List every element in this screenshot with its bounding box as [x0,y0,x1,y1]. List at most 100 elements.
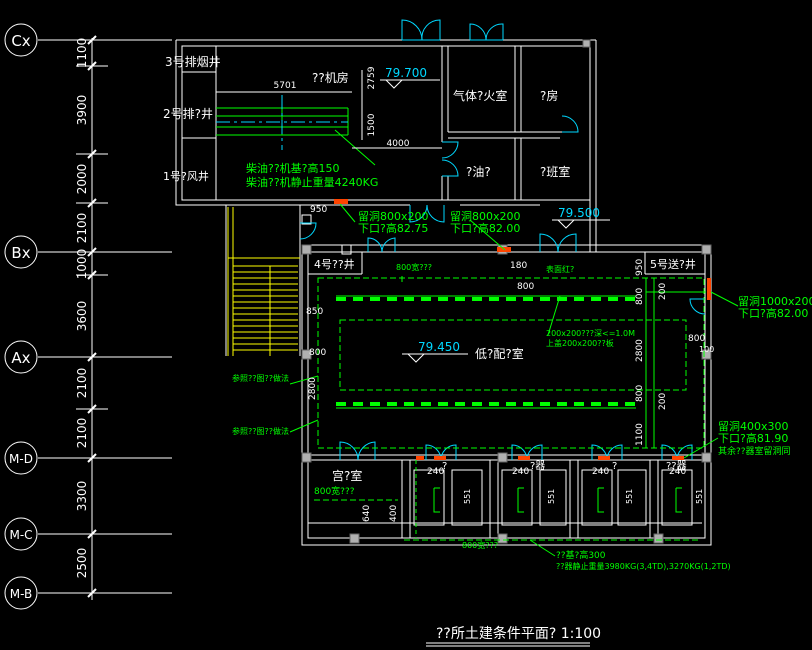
axis-grid [4,23,172,610]
sd-200a: 200 [658,283,668,300]
sd-2800b: 2800 [308,377,318,400]
note-ref-1: 参照??图??做法 [232,373,289,383]
axis-label-cx: Cx [11,32,30,50]
sd-950b: 950 [635,259,645,276]
sd-240-4: 240 [669,467,686,477]
room-duty: ?班室 [540,164,570,179]
room-oil: ?油? [466,165,491,179]
sd-2800: 2800 [635,339,645,362]
sd-551-4: 551 [695,489,704,504]
dim-3300: 3300 [75,481,89,512]
elev-gen: 79.700 [385,66,427,80]
sd-800c: 800 [635,288,645,305]
room-store: 宫?室 [332,468,362,483]
note-trench-bottom: 800宽??? [462,540,498,550]
sd-551-2: 551 [547,489,556,504]
shaft-3-label: 3号排烟井 [165,55,221,69]
note-transformer-base: ??基?高300 [556,549,606,561]
stair [227,207,300,356]
note-trench-store: 800宽??? [314,485,355,497]
dim-3600: 3600 [75,301,89,332]
sd-180: 180 [510,261,527,271]
note-opening-3b: 下口?高82.00 [738,306,808,320]
transformer-bays [308,469,702,526]
room-trans-b: ?器 [530,460,545,472]
sd-400: 400 [389,505,399,522]
gen-dim-5701: 5701 [274,81,297,91]
sd-800e: 800 [635,385,645,402]
gen-dim-1500: 1500 [367,113,377,136]
dim-2000: 2000 [75,164,89,195]
dim-1100: 1100 [75,38,89,69]
sd-200c: 200 [658,393,668,410]
dim-2100b: 2100 [75,368,89,399]
sd-800b: 800 [688,334,705,344]
axis-label-ax: Ax [11,349,30,367]
room-small: ?房 [540,88,558,103]
note-pit-b: 上盖200x200??板 [546,338,614,348]
sd-551-1: 551 [463,489,472,504]
note-trench-top: 800宽??? [396,262,432,272]
sd-800a: 800 [517,282,534,292]
room-trans-d: ??器 [666,460,687,472]
dim-3900: 3900 [75,95,89,126]
sd-640: 640 [362,505,372,522]
transformer-details [314,460,700,541]
sd-240-1: 240 [427,467,444,477]
axis-label-mb: M-B [10,587,33,601]
axis-label-mc: M-C [9,528,32,542]
gen-dim-2759: 2759 [367,66,377,89]
cable-trench-layout [317,276,705,449]
dim-2100a: 2100 [75,213,89,244]
elev-lv: 79.450 [418,340,460,354]
note-opening-4c: 其余??器室留洞同 [718,445,791,457]
note-diesel-weight: 柴油??机静止重量4240KG [246,175,378,189]
sd-800d: 800 [309,348,326,358]
dim-2100c: 2100 [75,418,89,449]
dim-1000: 1000 [75,249,89,280]
axis-ticks [87,35,97,598]
room-gas-fire: 气体?火室 [453,88,507,103]
elevation-markers [380,79,610,363]
note-red: 表面红? [546,264,574,274]
dim-2500: 2500 [75,548,89,579]
note-diesel-base: 柴油??机基?高150 [246,161,340,175]
title-underline [426,642,590,647]
elev-corridor: 79.500 [558,206,600,220]
sd-850: 850 [306,307,323,317]
note-pit-a: 200x200???深<=1.0M [546,329,635,338]
sd-950: 950 [310,205,327,215]
note-opening-4a: 留洞400x300 [718,420,789,433]
axis-label-md: M-D [9,452,33,466]
note-opening-4b: 下口?高81.90 [718,431,788,445]
note-opening-3a: 留洞1000x200 [738,295,812,308]
note-ref-2: 参照??图??做法 [232,426,289,436]
axis-label-bx: Bx [11,244,30,262]
room-lv: 低?配?室 [475,346,524,361]
note-opening-1a: 留洞800x200 [358,210,429,223]
note-opening-1b: 下口?高82.75 [358,221,428,235]
generator-dims [216,70,442,149]
drawing-title: ??所土建条件平面? 1:100 [436,625,601,642]
sd-1100: 1100 [635,423,645,446]
note-transformer-weight: ??器静止重量3980KG(3,4TD),3270KG(1,2TD) [556,561,731,571]
room-trans-c: ? [612,461,617,472]
switchgear-lines [336,278,706,448]
shaft-2-label: 2号排?井 [163,107,213,121]
shaft-1-label: 1号?风井 [163,169,209,183]
sd-240-3: 240 [592,467,609,477]
shaft-4-label: 4号??井 [314,257,355,271]
note-opening-2b: 下口?高82.00 [450,221,520,235]
sd-100: 100 [699,345,714,354]
small-dimension-texts: 950 180 800 800 850 800 100 640 400 950 … [306,205,714,522]
sd-240-2: 240 [512,467,529,477]
room-generator: ??机房 [312,70,349,85]
generator-centerline [216,95,348,150]
leader-lines [289,203,739,557]
shaft-5-label: 5号送?井 [650,257,696,271]
gen-dim-4000: 4000 [387,139,410,149]
room-trans-a: ? [442,461,447,472]
note-opening-2a: 留洞800x200 [450,210,521,223]
sd-551-3: 551 [625,489,634,504]
